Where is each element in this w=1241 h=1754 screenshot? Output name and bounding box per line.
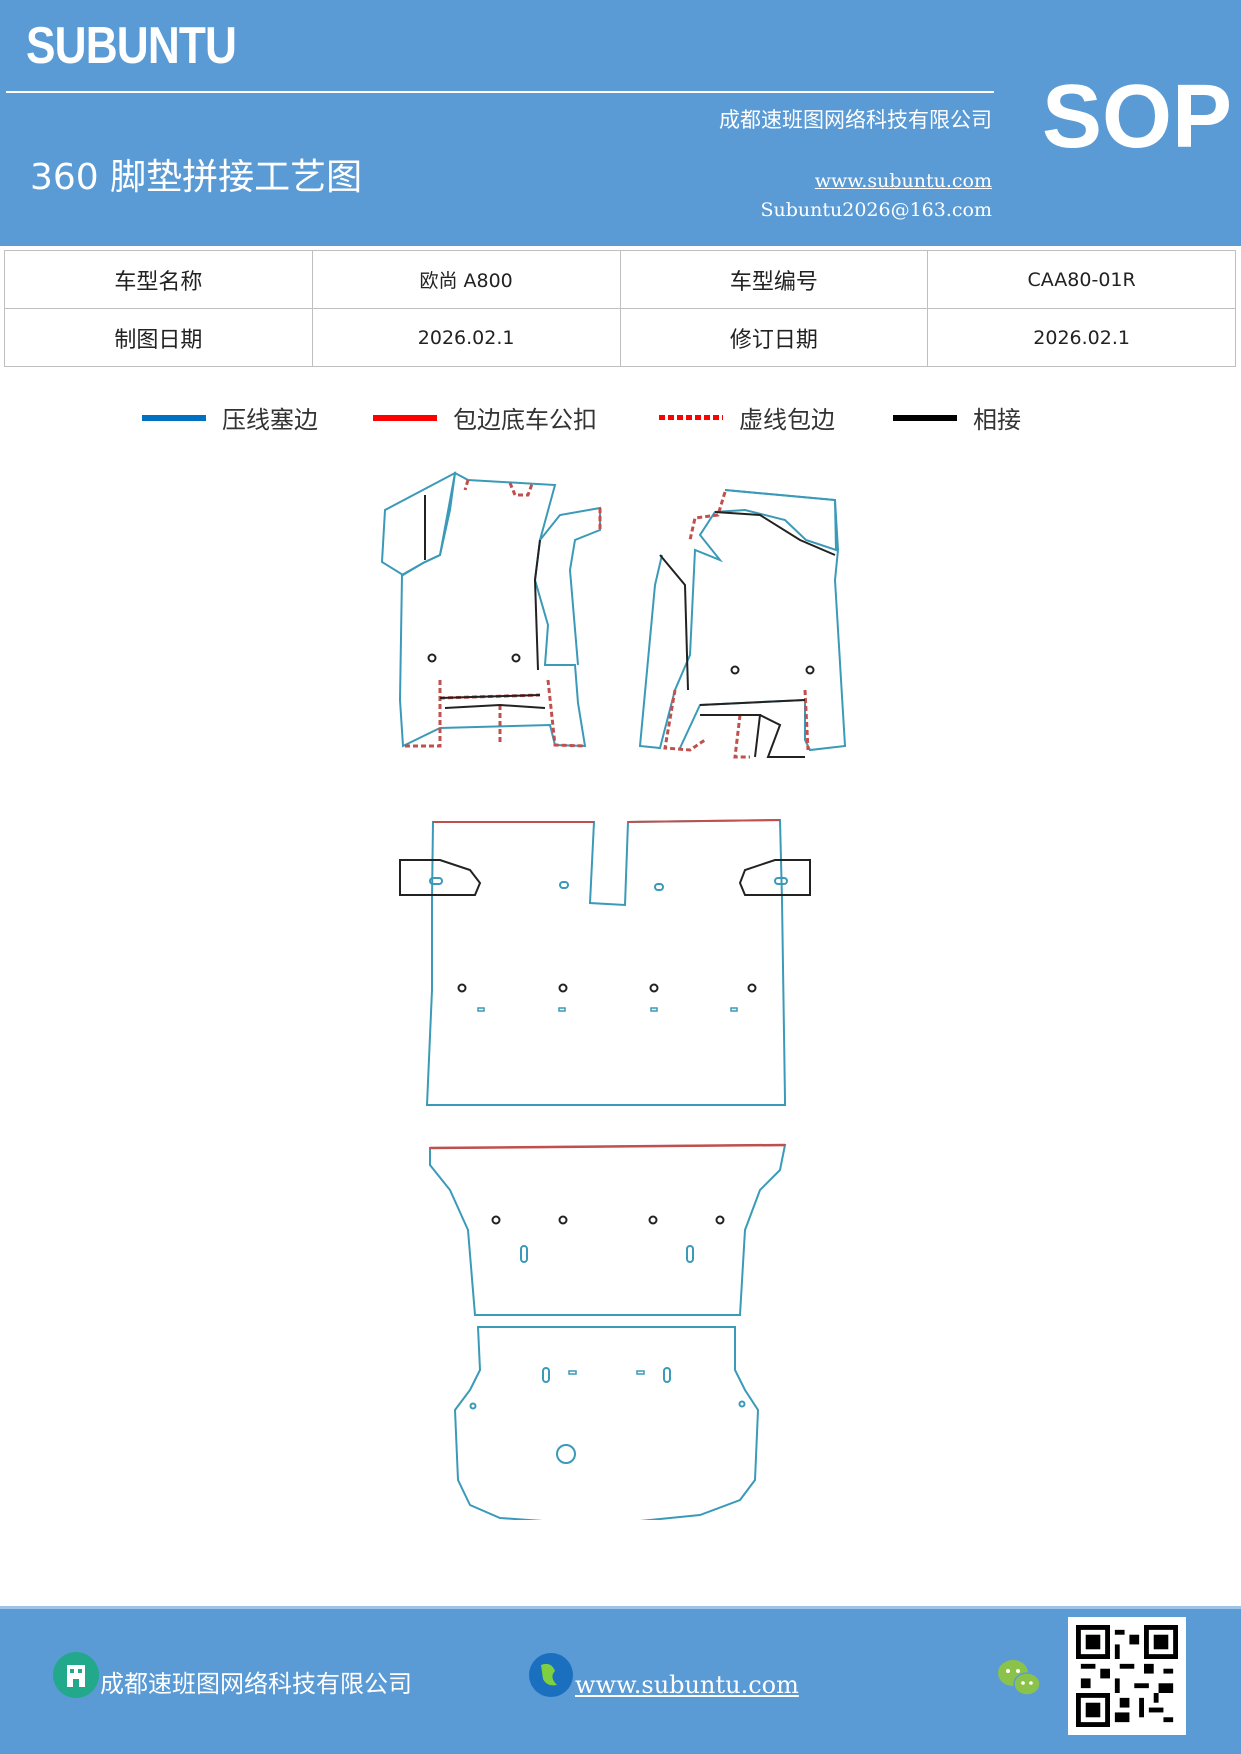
value-cell: CAA80-01R (927, 250, 1236, 309)
label-cell: 修订日期 (619, 308, 929, 367)
legend-item: 压线塞边 (142, 400, 318, 435)
legend-label: 虚线包边 (739, 406, 835, 434)
info-table: 车型名称 欧尚 A800 车型编号 CAA80-01R 制图日期 2026.02… (4, 250, 1236, 367)
front-left-mat (380, 471, 602, 748)
page-title: 360 脚垫拼接工艺图 (30, 157, 363, 198)
table-row: 制图日期 2026.02.1 修订日期 2026.02.1 (4, 308, 1236, 367)
qr-code (1068, 1617, 1186, 1735)
footer: 成都速班图网络科技有限公司 www.subuntu.com (0, 1606, 1241, 1754)
legend-item: 虚线包边 (659, 400, 835, 435)
header: SUBUNTU SOP 360 脚垫拼接工艺图 成都速班图网络科技有限公司 ww… (0, 0, 1241, 246)
middle-row-mat (399, 818, 811, 1106)
label-cell: 车型编号 (619, 250, 929, 309)
legend-swatch (893, 414, 957, 421)
divider (6, 91, 994, 93)
sop-badge: SOP (1042, 67, 1233, 167)
legend-swatch (142, 414, 206, 421)
label-cell: 制图日期 (4, 308, 313, 367)
footer-website: www.subuntu.com (527, 1651, 799, 1699)
value-cell: 2026.02.1 (311, 308, 621, 367)
wechat-icon (998, 1660, 1041, 1696)
globe-icon (529, 1653, 573, 1697)
brand-logo: SUBUNTU (26, 17, 237, 75)
legend-item: 包边底车公扣 (373, 400, 597, 435)
third-row-mat (429, 1143, 787, 1316)
trunk-mat (453, 1326, 760, 1520)
table-row: 车型名称 欧尚 A800 车型编号 CAA80-01R (4, 250, 1236, 309)
legend-swatch (373, 414, 437, 421)
value-cell: 欧尚 A800 (311, 250, 621, 309)
floor-mat-diagram (380, 471, 847, 1520)
company-name: 成都速班图网络科技有限公司 (719, 108, 992, 132)
legend-swatch (659, 415, 723, 420)
building-icon (53, 1652, 99, 1698)
email: Subuntu2026@163.com (760, 199, 992, 221)
legend-item: 相接 (893, 400, 1021, 435)
legend-label: 包边底车公扣 (453, 406, 597, 434)
front-right-mat (638, 489, 847, 759)
qr-code-image (1076, 1625, 1178, 1727)
footer-company-name: 成都速班图网络科技有限公司 (100, 1670, 412, 1698)
footer-company: 成都速班图网络科技有限公司 (52, 1651, 412, 1699)
label-cell: 车型名称 (4, 250, 313, 309)
website-link[interactable]: www.subuntu.com (814, 170, 992, 192)
legend-label: 压线塞边 (222, 406, 318, 434)
footer-website-link[interactable]: www.subuntu.com (575, 1671, 799, 1699)
legend-label: 相接 (973, 406, 1021, 434)
legend: 压线塞边 包边底车公扣 虚线包边 相接 (0, 400, 1241, 440)
value-cell: 2026.02.1 (927, 308, 1236, 367)
